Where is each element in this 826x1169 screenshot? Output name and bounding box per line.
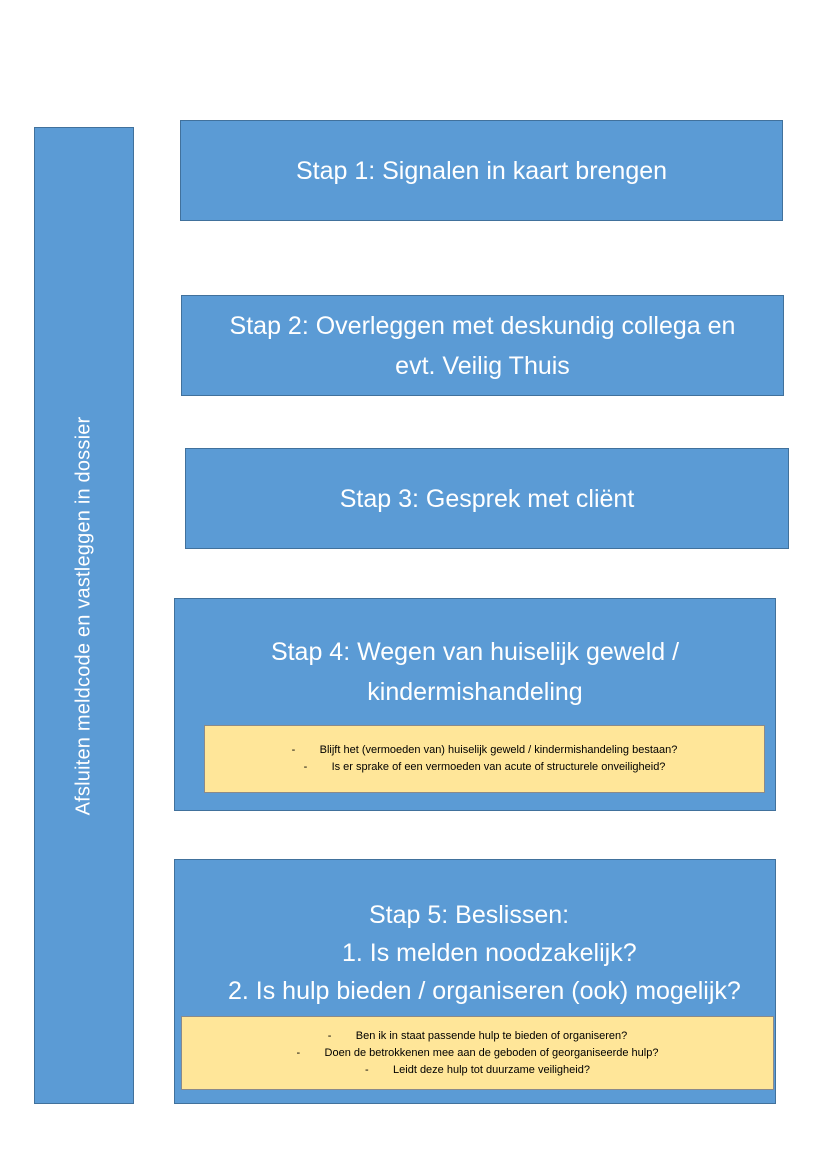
step-5-item-2: 2. Is hulp bieden / organiseren (ook) mo…	[228, 977, 741, 1005]
step-4-title-line2: kindermishandeling	[367, 678, 583, 706]
step-5-title-block: Stap 5: Beslissen: 1. Is melden noodzake…	[175, 896, 775, 1010]
note-text: Blijft het (vermoeden van) huiselijk gew…	[319, 744, 678, 756]
bullet-dash: -	[296, 1046, 301, 1059]
step-4-note-item: - Blijft het (vermoeden van) huiselijk ge…	[205, 742, 764, 759]
note-text: Ben ik in staat passende hulp te bieden …	[355, 1029, 628, 1042]
bullet-dash: -	[303, 761, 308, 773]
step-2-box: Stap 2: Overleggen met deskundig collega…	[181, 295, 784, 396]
step-5-note: - Ben ik in staat passende hulp te bieden…	[181, 1016, 774, 1090]
bullet-dash: -	[291, 744, 296, 756]
step-3-title: Stap 3: Gesprek met cliënt	[339, 484, 635, 513]
step-5-title: Stap 5: Beslissen:	[369, 901, 570, 929]
note-text: Is er sprake of een vermoeden van acute …	[331, 761, 666, 773]
step-1-title: Stap 1: Signalen in kaart brengen	[295, 156, 668, 185]
step-5-note-item: - Doen de betrokkenen mee aan de geboden …	[182, 1045, 773, 1062]
step-4-title: Stap 4: Wegen van huiselijk geweld / kin…	[175, 632, 775, 712]
bullet-dash: -	[365, 1063, 369, 1076]
step-5-note-item: - Leidt deze hulp tot duurzame veiligheid…	[182, 1062, 773, 1079]
step-5-item-1: 1. Is melden noodzakelijk?	[342, 939, 637, 967]
step-2-title-line1: Stap 2: Overleggen met deskundig collega…	[229, 311, 736, 340]
step-2-title-line2: evt. Veilig Thuis	[395, 351, 570, 380]
step-4-note: -Blijft het (vermoeden van) huiselijk ge…	[204, 725, 765, 793]
side-panel-close-and-record: Afsluiten meldcode en vastleggen in doss…	[34, 127, 134, 1104]
step-1-box: Stap 1: Signalen in kaart brengen	[180, 120, 783, 221]
step-4-box: Stap 4: Wegen van huiselijk geweld / kin…	[174, 598, 776, 811]
step-3-box: Stap 3: Gesprek met cliënt	[185, 448, 789, 549]
step-5-note-item: - Ben ik in staat passende hulp te bieden…	[182, 1028, 773, 1045]
step-4-title-line1: Stap 4: Wegen van huiselijk geweld /	[270, 638, 680, 666]
side-panel-label: Afsluiten meldcode en vastleggen in doss…	[72, 416, 95, 815]
note-text: Leidt deze hulp tot duurzame veiligheid?	[393, 1063, 590, 1076]
step-4-note-item: - Is er sprake of een vermoeden van acute…	[205, 759, 764, 776]
bullet-dash: -	[327, 1029, 332, 1042]
note-text: Doen de betrokkenen mee aan de geboden o…	[324, 1046, 659, 1059]
step-5-box: Stap 5: Beslissen: 1. Is melden noodzake…	[174, 859, 776, 1104]
